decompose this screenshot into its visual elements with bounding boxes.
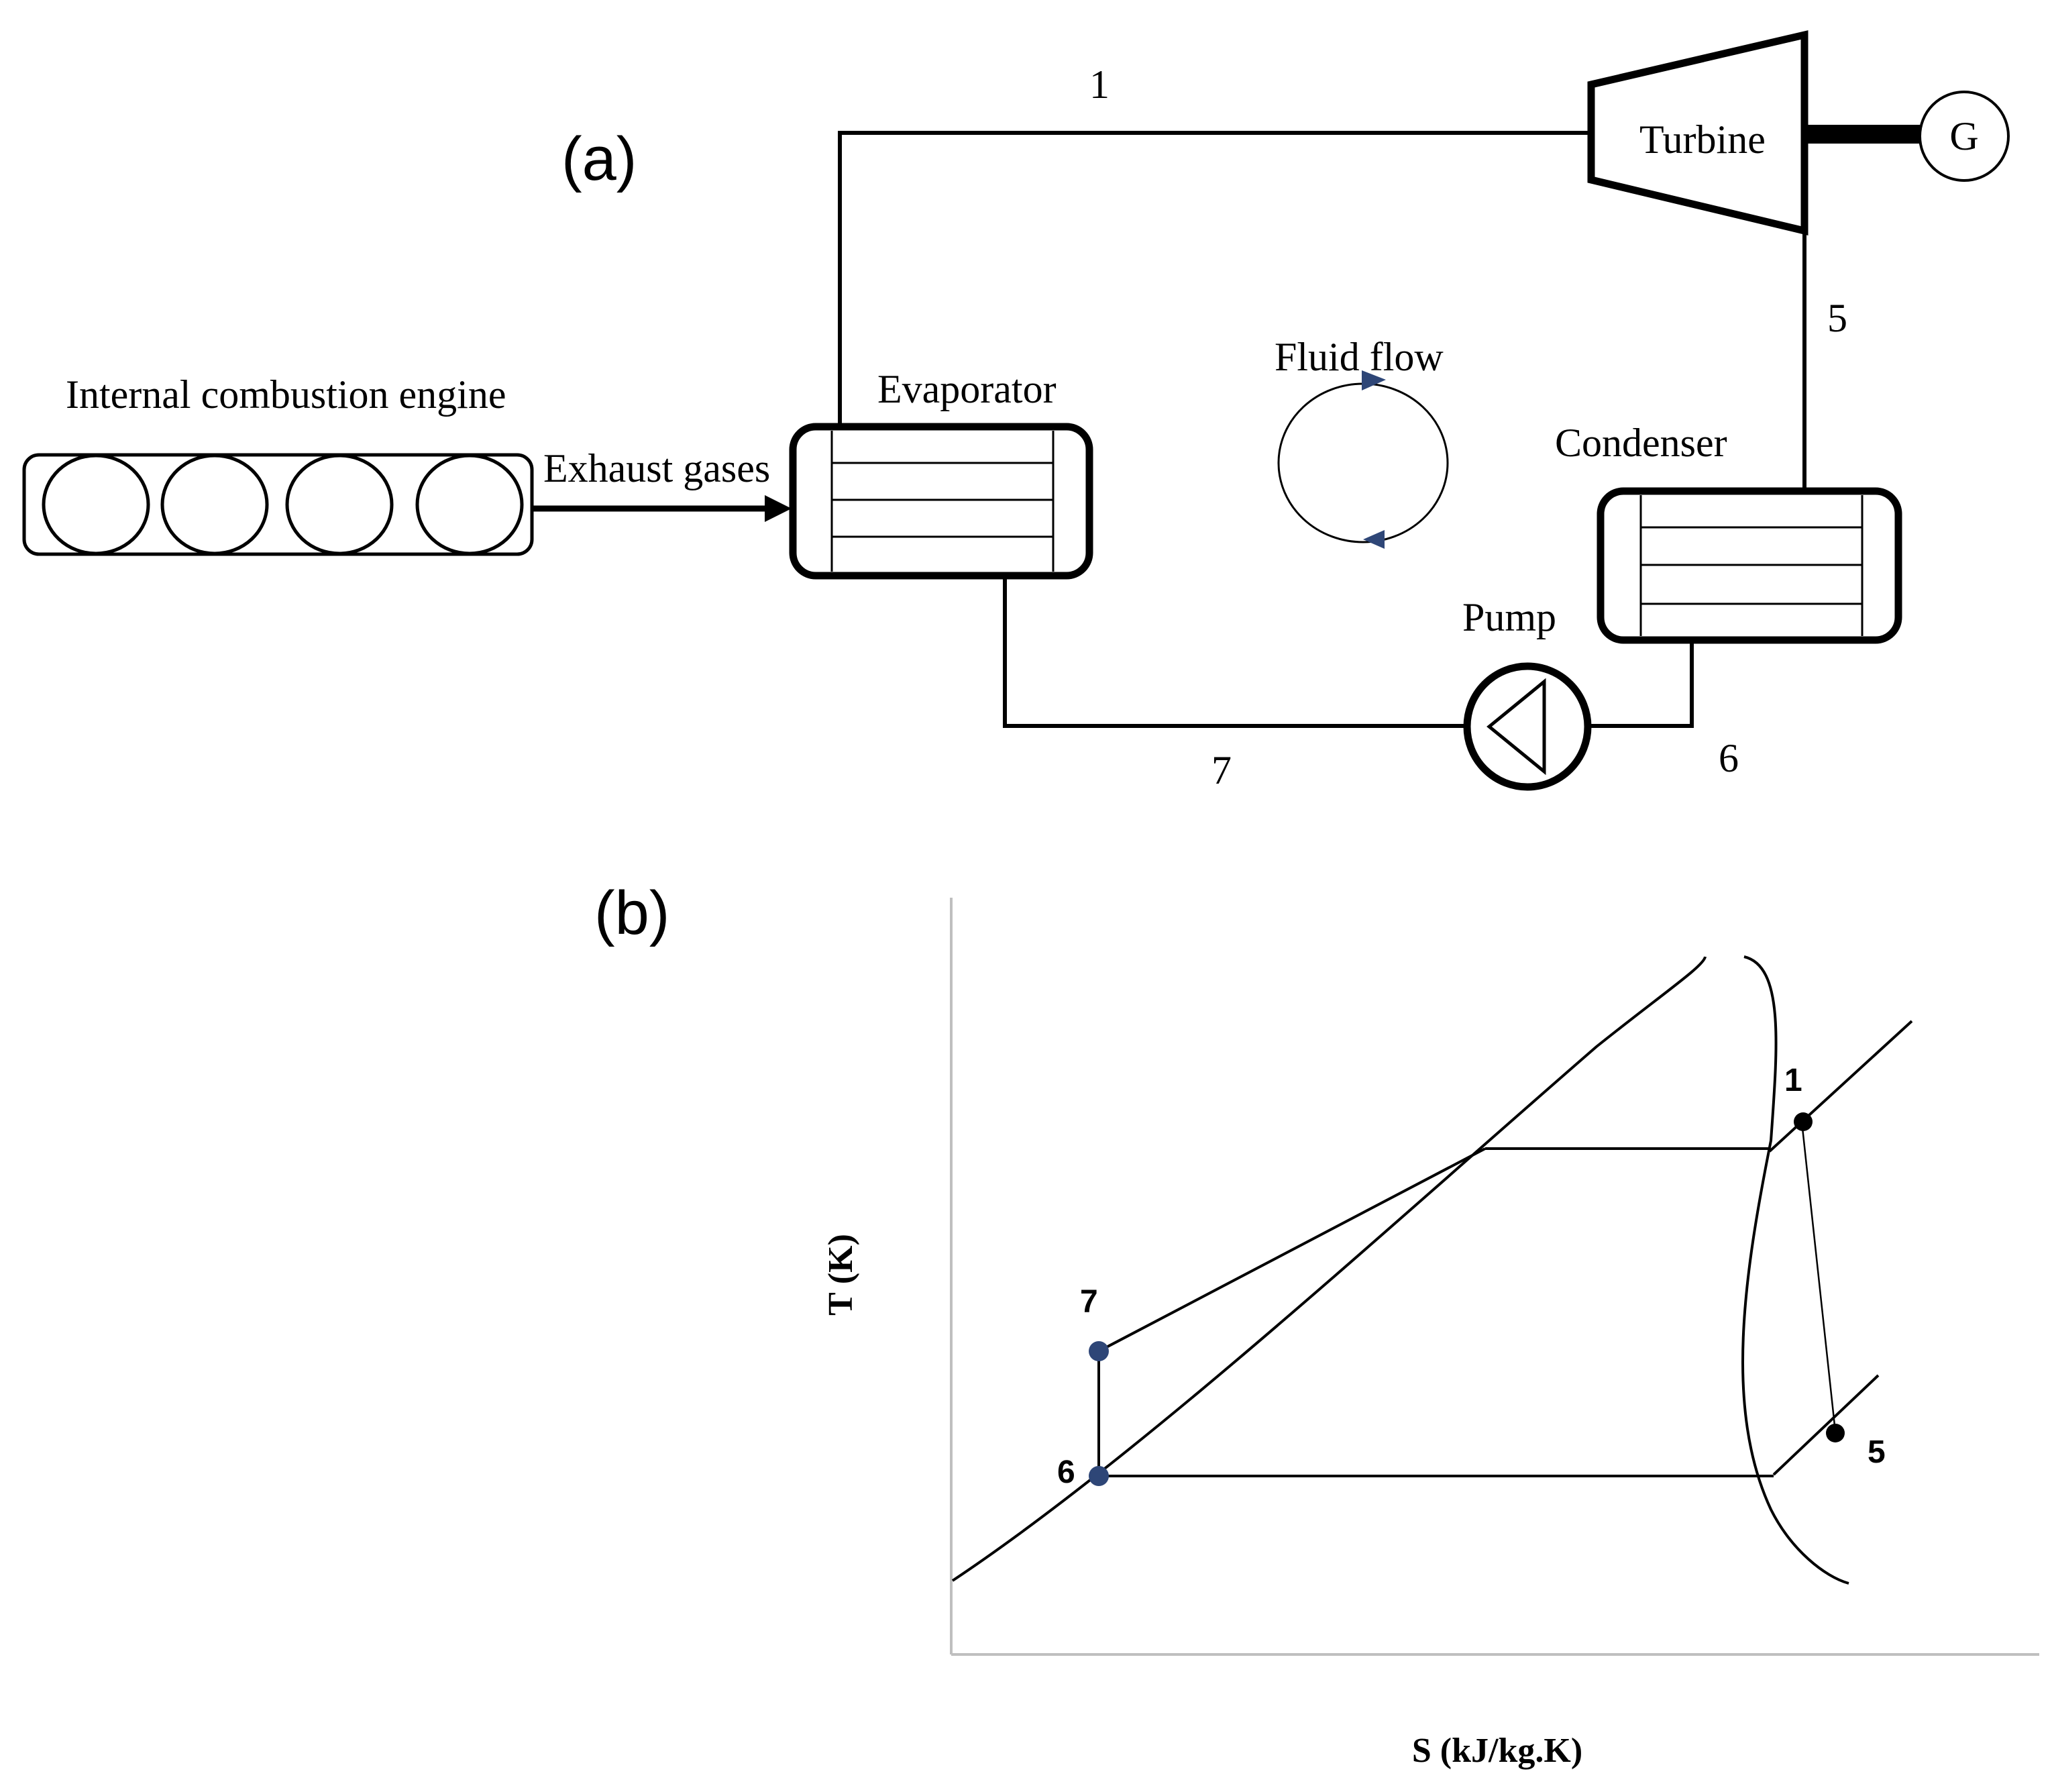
- engine-block: [22, 453, 534, 556]
- point-7-marker: [1089, 1341, 1109, 1361]
- point-1-marker: [1794, 1112, 1813, 1131]
- pump-label: Pump: [1462, 595, 1556, 639]
- state-7-label: 7: [1211, 748, 1232, 792]
- pump: Pump: [1462, 595, 1592, 791]
- exhaust-label: Exhaust gases: [543, 446, 770, 490]
- turbine-shaft: [1806, 125, 1920, 144]
- evaporator: Evaporator: [789, 367, 1093, 580]
- engine-cylinder: [160, 454, 269, 556]
- panel-a-label: (a): [561, 125, 637, 193]
- piping: [838, 131, 1806, 728]
- condenser: Condenser: [1555, 421, 1902, 644]
- point-1-label: 1: [1784, 1063, 1802, 1098]
- x-axis-label: S (kJ/kg.K): [1412, 1732, 1582, 1770]
- panel-b-label: (b): [594, 879, 669, 947]
- condenser-label: Condenser: [1555, 421, 1727, 465]
- orc-cycle: [1097, 1121, 1837, 1477]
- low-pressure-isobar: [1772, 1374, 1880, 1476]
- pipe-state-7: [1003, 577, 1466, 728]
- fluid-flow-label: Fluid flow: [1275, 335, 1444, 379]
- process-7-to-evaporation: [1098, 1147, 1486, 1353]
- pipe-state-6: [1588, 643, 1694, 728]
- pump-triangle: [1487, 678, 1546, 776]
- evaporator-label: Evaporator: [877, 367, 1057, 411]
- panel-b: (b) T (K) S (kJ/kg.K) 1 5 6 7: [594, 879, 2039, 1770]
- generator-label: G: [1949, 114, 1978, 158]
- turbine-label: Turbine: [1639, 117, 1766, 162]
- pipe-state-1: [838, 131, 1591, 427]
- engine-cylinder: [285, 454, 394, 556]
- point-6-marker: [1089, 1466, 1109, 1486]
- engine-cylinder: [42, 454, 150, 556]
- engine-cylinder: [415, 454, 524, 556]
- saturated-vapor-curve: [1741, 955, 1849, 1585]
- turbine: Turbine G: [1587, 30, 2010, 235]
- exhaust-arrow: Exhaust gases: [532, 446, 792, 522]
- y-axis-label: T (K): [822, 1234, 860, 1316]
- high-pressure-isobar: [1768, 1020, 1913, 1153]
- flow-arrow-icon: [1363, 530, 1385, 549]
- point-7-label: 7: [1080, 1284, 1098, 1320]
- engine-label: Internal combustion engine: [66, 372, 506, 417]
- engine: Internal combustion engine: [22, 372, 534, 556]
- process-1-to-5: [1800, 1121, 1837, 1432]
- panel-a: (a) Internal combustion engine Exhaust g…: [22, 30, 2010, 792]
- flow-arrow-icon: [1362, 370, 1386, 390]
- state-6-label: 6: [1719, 736, 1739, 780]
- fluid-flow-indicator: Fluid flow: [1275, 335, 1449, 549]
- point-6-label: 6: [1057, 1455, 1075, 1490]
- state-5-label: 5: [1827, 296, 1847, 340]
- point-5-label: 5: [1868, 1434, 1886, 1470]
- generator: [1919, 91, 2010, 182]
- state-1-label: 1: [1089, 62, 1110, 107]
- point-5-marker: [1826, 1424, 1845, 1442]
- saturated-liquid-curve: [951, 956, 1707, 1582]
